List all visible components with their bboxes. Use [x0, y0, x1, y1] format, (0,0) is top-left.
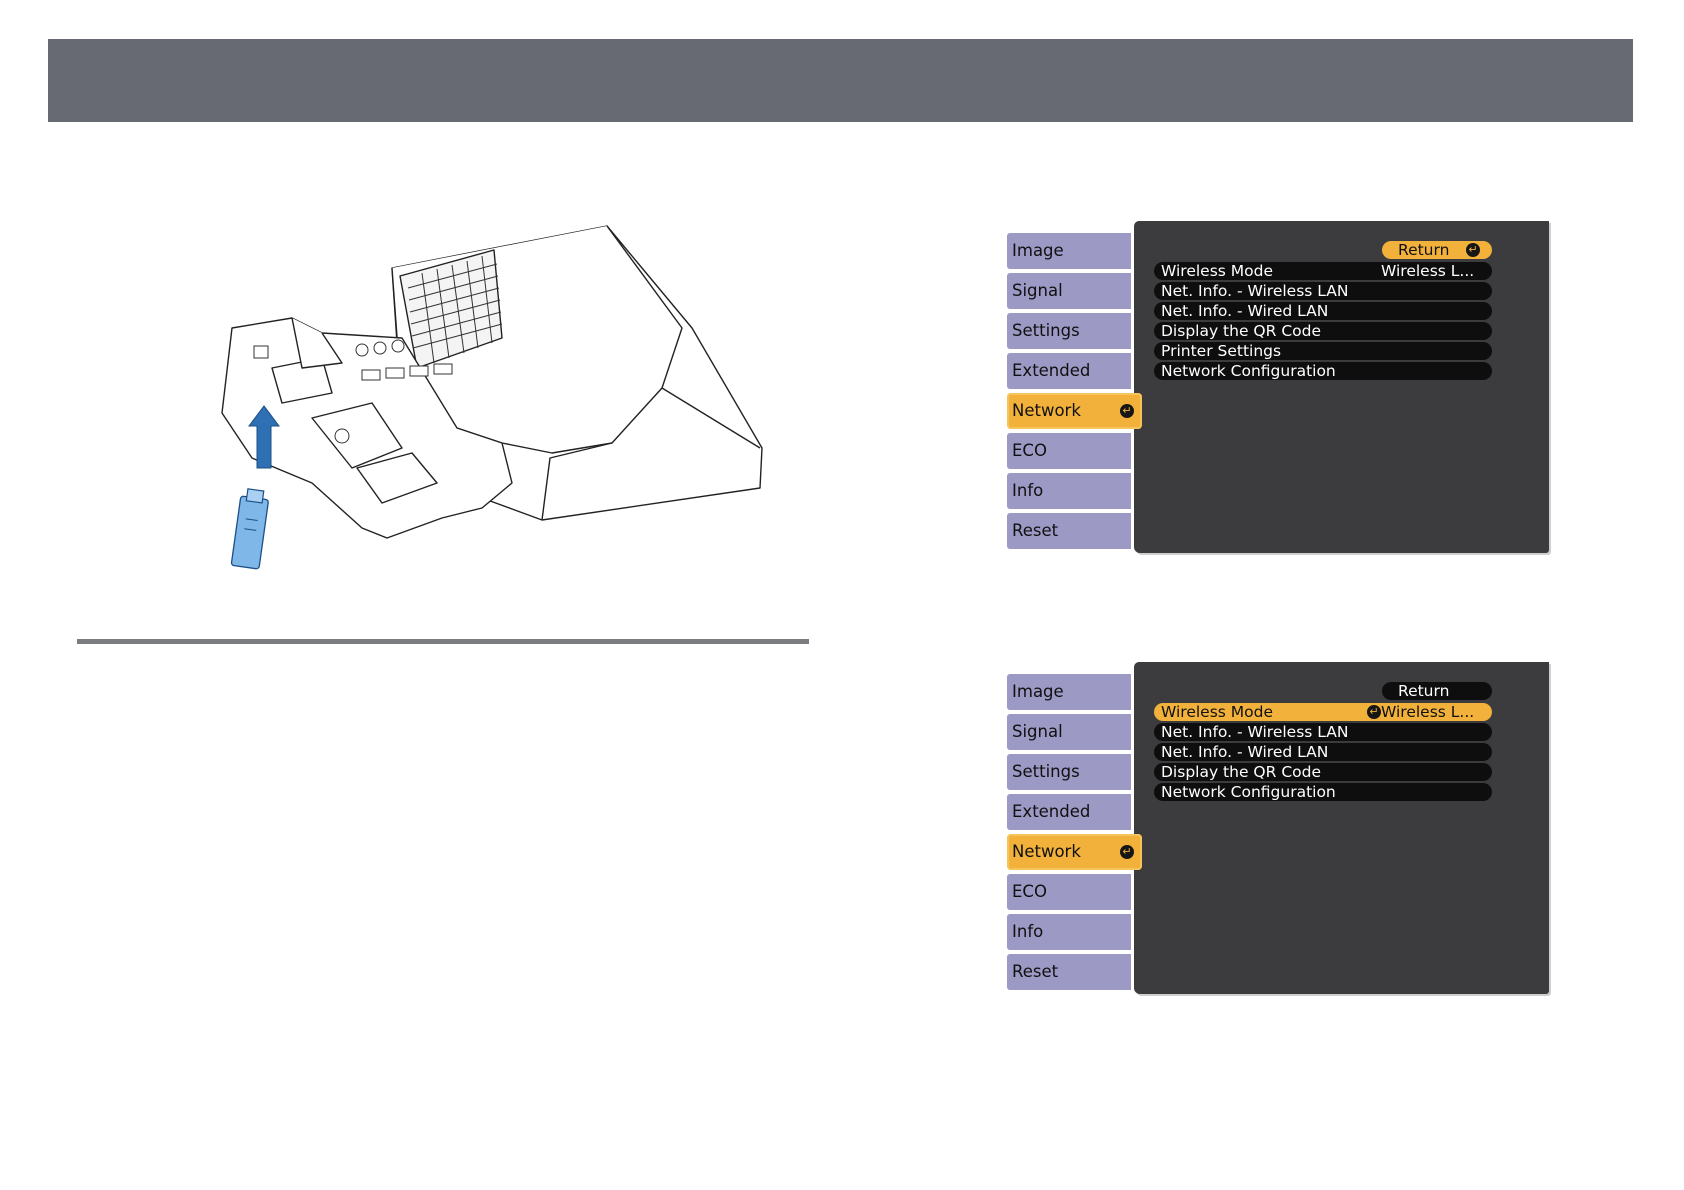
network-menu-top: Return ↵ Wireless Mode Wireless L... Net…	[1007, 221, 1549, 561]
network-menu-bottom: Return Wireless Mode ↵ Wireless L... Net…	[1007, 662, 1549, 1002]
menu-row-net-info-wireless[interactable]: Net. Info. - Wireless LAN	[1154, 282, 1492, 300]
tab-network[interactable]: Network ↵	[1007, 834, 1142, 870]
menu-row-network-configuration[interactable]: Network Configuration	[1154, 362, 1492, 380]
row-label: Net. Info. - Wireless LAN	[1161, 282, 1349, 300]
tab-label: Image	[1012, 682, 1064, 701]
projector-illustration	[221, 225, 763, 570]
enter-icon: ↵	[1367, 705, 1381, 719]
menu-row-qr-code[interactable]: Display the QR Code	[1154, 763, 1492, 781]
menu-row-printer-settings[interactable]: Printer Settings	[1154, 342, 1492, 360]
tab-reset[interactable]: Reset	[1007, 954, 1131, 990]
enter-icon: ↵	[1120, 404, 1134, 418]
tab-label: Network	[1012, 842, 1081, 861]
row-value: Wireless L...	[1381, 703, 1475, 721]
menu-row-wireless-mode[interactable]: Wireless Mode Wireless L...	[1154, 262, 1492, 280]
tab-extended[interactable]: Extended	[1007, 353, 1131, 389]
tab-reset[interactable]: Reset	[1007, 513, 1131, 549]
row-label: Printer Settings	[1161, 342, 1282, 360]
tab-label: ECO	[1012, 882, 1047, 901]
menu-panel: Return ↵ Wireless Mode Wireless L... Net…	[1134, 221, 1549, 553]
enter-icon: ↵	[1120, 845, 1134, 859]
section-divider	[77, 639, 809, 644]
menu-row-net-info-wired[interactable]: Net. Info. - Wired LAN	[1154, 743, 1492, 761]
return-button[interactable]: Return	[1382, 682, 1492, 700]
row-label: Net. Info. - Wired LAN	[1161, 302, 1329, 320]
return-button[interactable]: Return ↵	[1382, 241, 1492, 259]
tab-label: Reset	[1012, 962, 1059, 981]
tab-label: Info	[1012, 922, 1044, 941]
tab-label: Signal	[1012, 722, 1063, 741]
row-label: Display the QR Code	[1161, 322, 1322, 340]
row-label: Wireless Mode	[1161, 262, 1274, 280]
return-label: Return	[1398, 241, 1450, 259]
row-label: Net. Info. - Wireless LAN	[1161, 723, 1349, 741]
tab-label: ECO	[1012, 441, 1047, 460]
row-label: Wireless Mode	[1161, 703, 1274, 721]
tab-info[interactable]: Info	[1007, 473, 1131, 509]
tab-label: Image	[1012, 241, 1064, 260]
tab-signal[interactable]: Signal	[1007, 273, 1131, 309]
menu-panel: Return Wireless Mode ↵ Wireless L... Net…	[1134, 662, 1549, 994]
tab-label: Info	[1012, 481, 1044, 500]
menu-row-network-configuration[interactable]: Network Configuration	[1154, 783, 1492, 801]
tab-label: Extended	[1012, 802, 1091, 821]
tab-label: Network	[1012, 401, 1081, 420]
enter-icon: ↵	[1466, 243, 1480, 257]
row-label: Network Configuration	[1161, 783, 1336, 801]
tab-settings[interactable]: Settings	[1007, 754, 1131, 790]
tab-eco[interactable]: ECO	[1007, 433, 1131, 469]
row-label: Net. Info. - Wired LAN	[1161, 743, 1329, 761]
menu-row-net-info-wireless[interactable]: Net. Info. - Wireless LAN	[1154, 723, 1492, 741]
menu-row-net-info-wired[interactable]: Net. Info. - Wired LAN	[1154, 302, 1492, 320]
tab-signal[interactable]: Signal	[1007, 714, 1131, 750]
tab-label: Settings	[1012, 762, 1080, 781]
tab-eco[interactable]: ECO	[1007, 874, 1131, 910]
tab-settings[interactable]: Settings	[1007, 313, 1131, 349]
tab-label: Extended	[1012, 361, 1091, 380]
tab-image[interactable]: Image	[1007, 674, 1131, 710]
row-label: Display the QR Code	[1161, 763, 1322, 781]
return-label: Return	[1398, 682, 1450, 700]
tab-label: Reset	[1012, 521, 1059, 540]
tab-extended[interactable]: Extended	[1007, 794, 1131, 830]
row-value: Wireless L...	[1381, 262, 1475, 280]
header-bar	[48, 39, 1633, 122]
tab-label: Settings	[1012, 321, 1080, 340]
row-label: Network Configuration	[1161, 362, 1336, 380]
menu-row-qr-code[interactable]: Display the QR Code	[1154, 322, 1492, 340]
menu-row-wireless-mode[interactable]: Wireless Mode ↵ Wireless L...	[1154, 703, 1492, 721]
tab-network[interactable]: Network ↵	[1007, 393, 1142, 429]
tab-image[interactable]: Image	[1007, 233, 1131, 269]
tab-info[interactable]: Info	[1007, 914, 1131, 950]
tab-label: Signal	[1012, 281, 1063, 300]
